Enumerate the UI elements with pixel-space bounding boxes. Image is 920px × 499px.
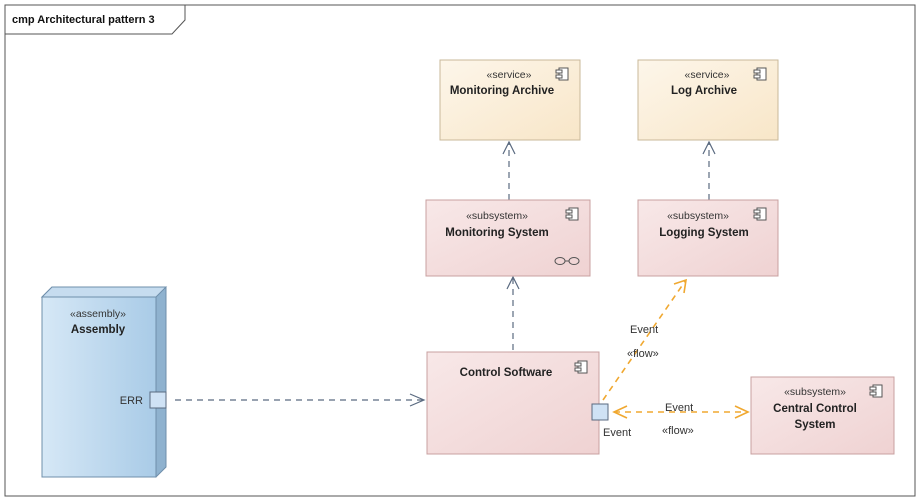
flow-stereotype-to-central: «flow» xyxy=(662,425,694,437)
control-software-component[interactable]: Control Software Event xyxy=(426,351,631,455)
port-label: ERR xyxy=(120,395,143,407)
monitoring-archive-component[interactable]: «service» Monitoring Archive xyxy=(439,59,581,141)
central-control-system-component[interactable]: «subsystem» Central Control System xyxy=(750,376,895,455)
component-name: Monitoring Archive xyxy=(450,85,554,97)
stereotype-label: «assembly» xyxy=(70,308,126,320)
stereotype-label: «subsystem» xyxy=(466,210,528,222)
stereotype-label: «subsystem» xyxy=(667,210,729,222)
component-name: Log Archive xyxy=(671,85,737,97)
frame-title: cmp Architectural pattern 3 xyxy=(12,14,155,26)
component-name: Control Software xyxy=(460,367,553,379)
dependency-arrows xyxy=(175,140,716,407)
component-name-line2: System xyxy=(795,419,836,431)
node-name: Assembly xyxy=(71,324,126,336)
stereotype-label: «subsystem» xyxy=(784,386,846,398)
stereotype-label: «service» xyxy=(487,69,532,81)
log-archive-component[interactable]: «service» Log Archive xyxy=(637,59,779,141)
composite-icon xyxy=(554,257,580,265)
component-icon xyxy=(565,207,579,221)
component-icon xyxy=(574,360,588,374)
component-name: Logging System xyxy=(659,227,748,239)
component-name: Monitoring System xyxy=(445,227,549,239)
component-icon xyxy=(753,207,767,221)
component-icon xyxy=(753,67,767,81)
err-port[interactable] xyxy=(149,391,167,409)
flow-label-to-central: Event xyxy=(665,402,693,414)
assembly-node[interactable]: «assembly» Assembly ERR xyxy=(40,286,168,478)
flow-label-to-logging: Event xyxy=(630,324,658,336)
stereotype-label: «service» xyxy=(685,69,730,81)
flow-arrows xyxy=(602,278,750,419)
flow-stereotype-to-logging: «flow» xyxy=(627,348,659,360)
monitoring-system-component[interactable]: «subsystem» Monitoring System xyxy=(425,199,591,277)
event-port[interactable] xyxy=(591,403,609,421)
component-icon xyxy=(555,67,569,81)
component-name-line1: Central Control xyxy=(773,403,857,415)
port-label: Event xyxy=(603,427,631,439)
component-icon xyxy=(869,384,883,398)
logging-system-component[interactable]: «subsystem» Logging System xyxy=(637,199,779,277)
